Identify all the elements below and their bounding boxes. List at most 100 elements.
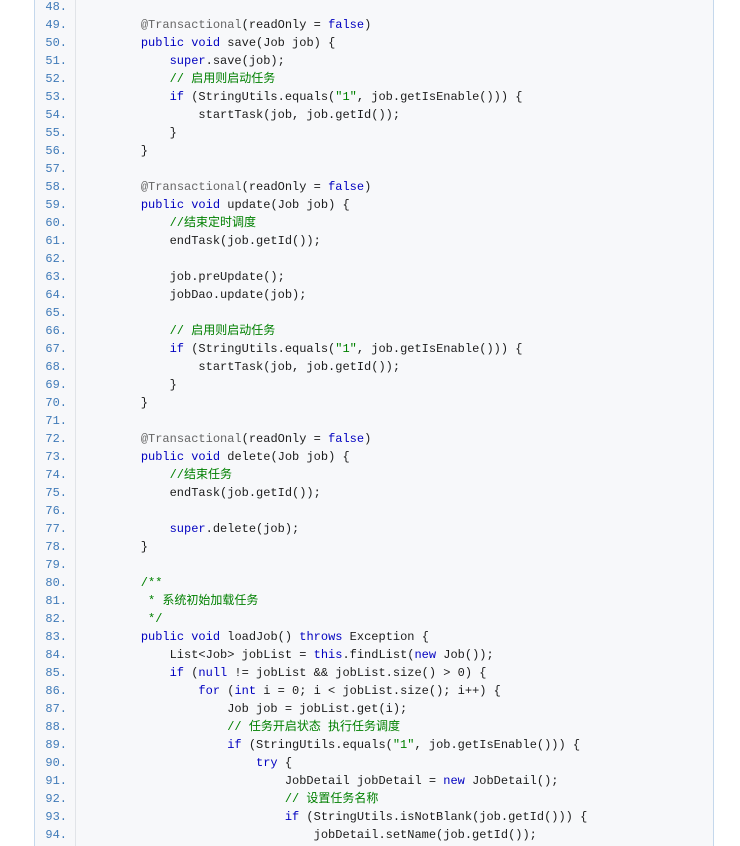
line-number: 63. [45, 270, 67, 284]
code-line: 76. [35, 502, 713, 520]
code-line: 68. startTask(job, job.getId()); [35, 358, 713, 376]
code-text: * 系统初始加载任务 [112, 594, 259, 608]
code-text: jobDao.update(job); [112, 288, 307, 302]
line-number: 82. [45, 612, 67, 626]
line-number: 92. [45, 792, 67, 806]
code-line: 69. } [35, 376, 713, 394]
code-line: 56. } [35, 142, 713, 160]
code-line: 82. */ [35, 610, 713, 628]
code-line: 73. public void delete(Job job) { [35, 448, 713, 466]
line-number: 48. [45, 0, 67, 14]
code-text: @Transactional(readOnly = false) [140, 432, 372, 446]
line-number: 56. [45, 144, 67, 158]
code-text: List<Job> jobList = this.findList(new Jo… [112, 648, 494, 662]
line-number: 81. [45, 594, 67, 608]
code-text: public void save(Job job) { [140, 36, 336, 50]
line-number-gutter [35, 0, 76, 846]
code-text: // 任务开启状态 执行任务调度 [112, 720, 401, 734]
code-line: 81. * 系统初始加载任务 [35, 592, 713, 610]
code-text: // 启用则启动任务 [112, 324, 276, 338]
code-line: 65. [35, 304, 713, 322]
line-number: 93. [45, 810, 67, 824]
code-text: try { [256, 756, 293, 770]
code-line: 88. // 任务开启状态 执行任务调度 [35, 718, 713, 736]
line-number: 90. [45, 756, 67, 770]
code-line: 85. if (null != jobList && jobList.size(… [35, 664, 713, 682]
code-text: for (int i = 0; i < jobList.size(); i++)… [198, 684, 501, 698]
line-number: 51. [45, 54, 67, 68]
code-line: 51. super.save(job); [35, 52, 713, 70]
line-number: 66. [45, 324, 67, 338]
code-line: 50. public void save(Job job) { [35, 34, 713, 52]
code-text: startTask(job, job.getId()); [112, 360, 401, 374]
code-text: endTask(job.getId()); [112, 234, 321, 248]
line-number: 65. [45, 306, 67, 320]
line-number: 76. [45, 504, 67, 518]
code-text: //结束定时调度 [112, 216, 257, 230]
line-number: 57. [45, 162, 67, 176]
code-line: 61. endTask(job.getId()); [35, 232, 713, 250]
code-line: 53. if (StringUtils.equals("1", job.getI… [35, 88, 713, 106]
line-number: 77. [45, 522, 67, 536]
code-line: 78. } [35, 538, 713, 556]
code-line: 80. /** [35, 574, 713, 592]
code-text: public void loadJob() throws Exception { [140, 630, 429, 644]
code-line: 60. //结束定时调度 [35, 214, 713, 232]
code-text: /** [112, 576, 163, 590]
code-text: endTask(job.getId()); [112, 486, 321, 500]
code-text: } [112, 126, 177, 140]
code-line: 71. [35, 412, 713, 430]
code-text: if (StringUtils.equals("1", job.getIsEna… [169, 90, 523, 104]
line-number: 85. [45, 666, 67, 680]
line-number: 60. [45, 216, 67, 230]
code-text: public void update(Job job) { [140, 198, 350, 212]
code-line: 67. if (StringUtils.equals("1", job.getI… [35, 340, 713, 358]
line-number: 80. [45, 576, 67, 590]
line-number: 54. [45, 108, 67, 122]
code-line: 52. // 启用则启动任务 [35, 70, 713, 88]
code-line: 58. @Transactional(readOnly = false) [35, 178, 713, 196]
code-line: 57. [35, 160, 713, 178]
line-number: 59. [45, 198, 67, 212]
code-text: } [112, 540, 149, 554]
code-line: 86. for (int i = 0; i < jobList.size(); … [35, 682, 713, 700]
code-text: @Transactional(readOnly = false) [140, 18, 372, 32]
line-number: 91. [45, 774, 67, 788]
line-number: 58. [45, 180, 67, 194]
line-number: 89. [45, 738, 67, 752]
code-line: 64. jobDao.update(job); [35, 286, 713, 304]
code-lines: 48.49. @Transactional(readOnly = false)5… [35, 0, 713, 844]
code-text: } [112, 378, 177, 392]
line-number: 64. [45, 288, 67, 302]
code-line: 94. jobDetail.setName(job.getId()); [35, 826, 713, 844]
code-line: 77. super.delete(job); [35, 520, 713, 538]
line-number: 83. [45, 630, 67, 644]
line-number: 50. [45, 36, 67, 50]
code-text: if (null != jobList && jobList.size() > … [169, 666, 487, 680]
code-line: 59. public void update(Job job) { [35, 196, 713, 214]
code-line: 91. JobDetail jobDetail = new JobDetail(… [35, 772, 713, 790]
code-text: } [112, 144, 149, 158]
code-line: 92. // 设置任务名称 [35, 790, 713, 808]
line-number: 53. [45, 90, 67, 104]
code-text: job.preUpdate(); [112, 270, 285, 284]
code-text: Job job = jobList.get(i); [112, 702, 408, 716]
line-number: 67. [45, 342, 67, 356]
code-line: 62. [35, 250, 713, 268]
code-line: 70. } [35, 394, 713, 412]
code-text: public void delete(Job job) { [140, 450, 350, 464]
code-line: 63. job.preUpdate(); [35, 268, 713, 286]
line-number: 78. [45, 540, 67, 554]
code-text: if (StringUtils.isNotBlank(job.getId()))… [284, 810, 588, 824]
code-line: 90. try { [35, 754, 713, 772]
code-text: JobDetail jobDetail = new JobDetail(); [112, 774, 559, 788]
code-line: 75. endTask(job.getId()); [35, 484, 713, 502]
code-line: 93. if (StringUtils.isNotBlank(job.getId… [35, 808, 713, 826]
code-line: 84. List<Job> jobList = this.findList(ne… [35, 646, 713, 664]
code-line: 79. [35, 556, 713, 574]
code-line: 87. Job job = jobList.get(i); [35, 700, 713, 718]
code-line: 55. } [35, 124, 713, 142]
code-text: //结束任务 [112, 468, 233, 482]
code-text: // 启用则启动任务 [112, 72, 276, 86]
code-line: 66. // 启用则启动任务 [35, 322, 713, 340]
